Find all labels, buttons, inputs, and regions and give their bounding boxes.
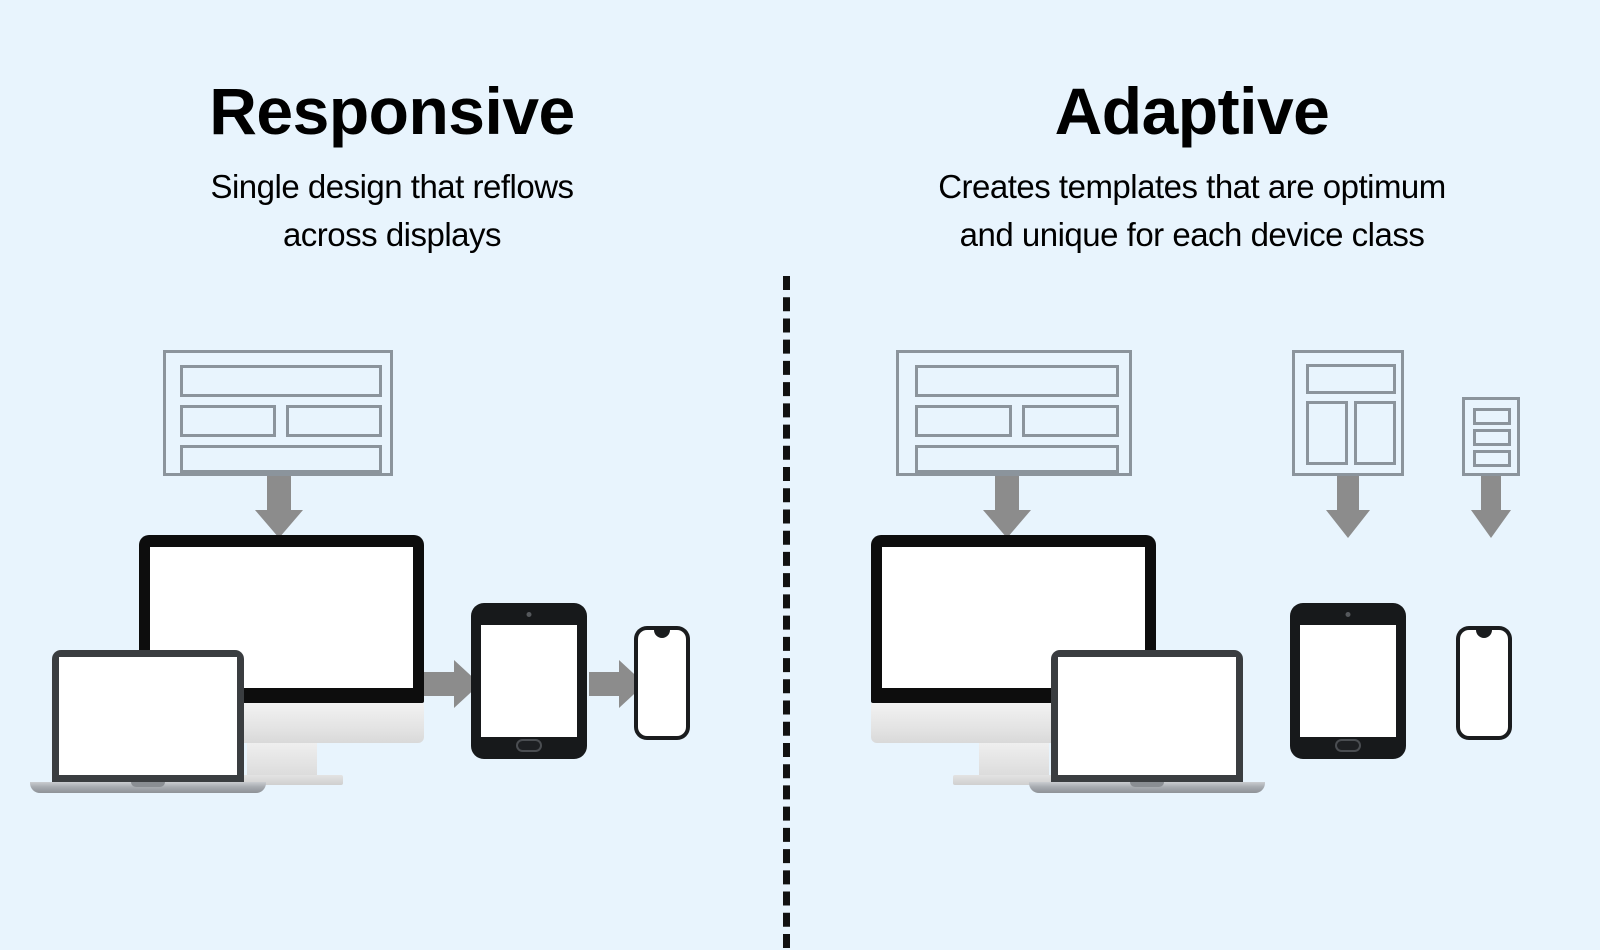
adaptive-subtitle-line1: Creates templates that are optimum [938,168,1446,205]
panel-responsive: Responsive Single design that reflows ac… [0,0,784,950]
phone-screen [638,630,686,736]
tablet-camera-icon [526,612,532,617]
laptop-trackpad-notch [1130,782,1164,787]
wireframe-bar-full-bottom [180,445,382,473]
tablet-wireframe-top-bar [1306,364,1396,394]
monitor-foot [953,775,1075,785]
panel-adaptive: Adaptive Creates templates that are opti… [784,0,1600,950]
arrow-phone-template-down-icon [1469,476,1513,538]
responsive-phone [634,626,690,740]
adaptive-tablet-wireframe [1292,350,1404,476]
adaptive-phone [1456,626,1512,740]
responsive-subtitle-line2: across displays [282,215,502,253]
wireframe-bar-half-left [180,405,276,437]
responsive-desktop-wireframe [163,350,393,476]
adaptive-tablet [1290,603,1406,759]
arrow-desktop-template-down-icon [983,476,1031,538]
tablet-wireframe-column-right [1354,401,1396,465]
adaptive-laptop [1029,650,1265,793]
tablet-home-button[interactable] [1335,739,1361,752]
responsive-monitor [139,535,424,790]
laptop-base [30,782,266,793]
wireframe-bar-full-bottom [915,445,1119,473]
phone-wireframe-bar-3 [1473,450,1511,467]
monitor-neck [247,743,317,775]
phone-wireframe-bar-1 [1473,408,1511,425]
phone-notch-icon [654,630,670,638]
wireframe-bar-half-left [915,405,1012,437]
monitor-foot [221,775,343,785]
tablet-home-button[interactable] [516,739,542,752]
panel-divider [783,276,790,948]
wireframe-bar-full-top [180,365,382,397]
arrow-tablet-template-down-icon [1325,476,1371,538]
wireframe-bar-half-right [286,405,382,437]
laptop-screen [1058,657,1236,775]
tablet-camera-icon [1345,612,1351,617]
responsive-tablet [471,603,587,759]
laptop-screen [59,657,237,775]
responsive-title: Responsive [209,74,575,148]
responsive-laptop [30,650,266,793]
adaptive-desktop-wireframe [896,350,1132,476]
arrow-template-to-monitor-icon [255,476,303,538]
tablet-screen [481,625,577,737]
phone-wireframe-bar-2 [1473,429,1511,446]
tablet-screen [1300,625,1396,737]
responsive-subtitle-line1: Single design that reflows [210,168,574,205]
laptop-trackpad-notch [131,782,165,787]
laptop-base [1029,782,1265,793]
adaptive-subtitle: Creates templates that are optimum and u… [814,163,1570,259]
adaptive-phone-wireframe [1462,397,1520,476]
wireframe-bar-half-right [1022,405,1119,437]
responsive-subtitle: Single design that reflows across displa… [80,163,704,259]
tablet-wireframe-column-left [1306,401,1348,465]
adaptive-title: Adaptive [1054,74,1330,148]
monitor-neck [979,743,1049,775]
wireframe-bar-full-top [915,365,1119,397]
adaptive-subtitle-line2: and unique for each device class [959,215,1425,253]
phone-screen [1460,630,1508,736]
phone-notch-icon [1476,630,1492,638]
